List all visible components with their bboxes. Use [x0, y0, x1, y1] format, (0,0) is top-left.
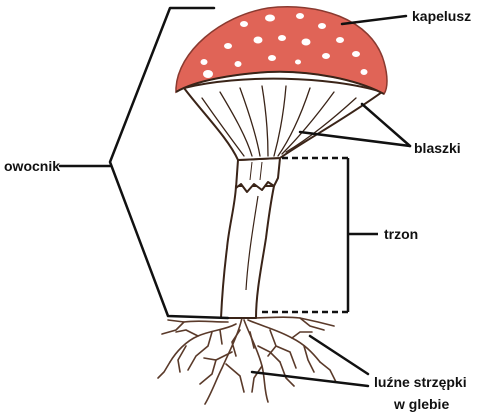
hyphae-pointer-line-1 — [308, 334, 370, 376]
hyphae-roots — [157, 316, 337, 405]
mushroom-cap — [175, 6, 388, 95]
label-fruiting-body: owocnik — [4, 158, 60, 174]
label-gills: blaszki — [414, 140, 461, 156]
stem-ring — [235, 157, 281, 193]
hyphae-pointer-line-2 — [250, 370, 370, 388]
gills-pointer-line-2 — [360, 102, 412, 148]
mushroom-stem — [220, 157, 281, 319]
stem-bracket — [262, 156, 378, 314]
label-hyphae-line1: luźne strzępki — [374, 374, 467, 390]
fruiting-body-bracket — [108, 6, 230, 320]
pointer-lines — [58, 6, 412, 388]
gills-pointer-line-1 — [298, 130, 412, 148]
label-cap: kapelusz — [412, 8, 471, 24]
label-hyphae-line2: w glebie — [393, 396, 449, 412]
label-stem: trzon — [384, 226, 418, 242]
mushroom-gills — [183, 77, 383, 161]
cap-pointer-line — [340, 14, 408, 26]
cap-spots — [200, 13, 368, 78]
